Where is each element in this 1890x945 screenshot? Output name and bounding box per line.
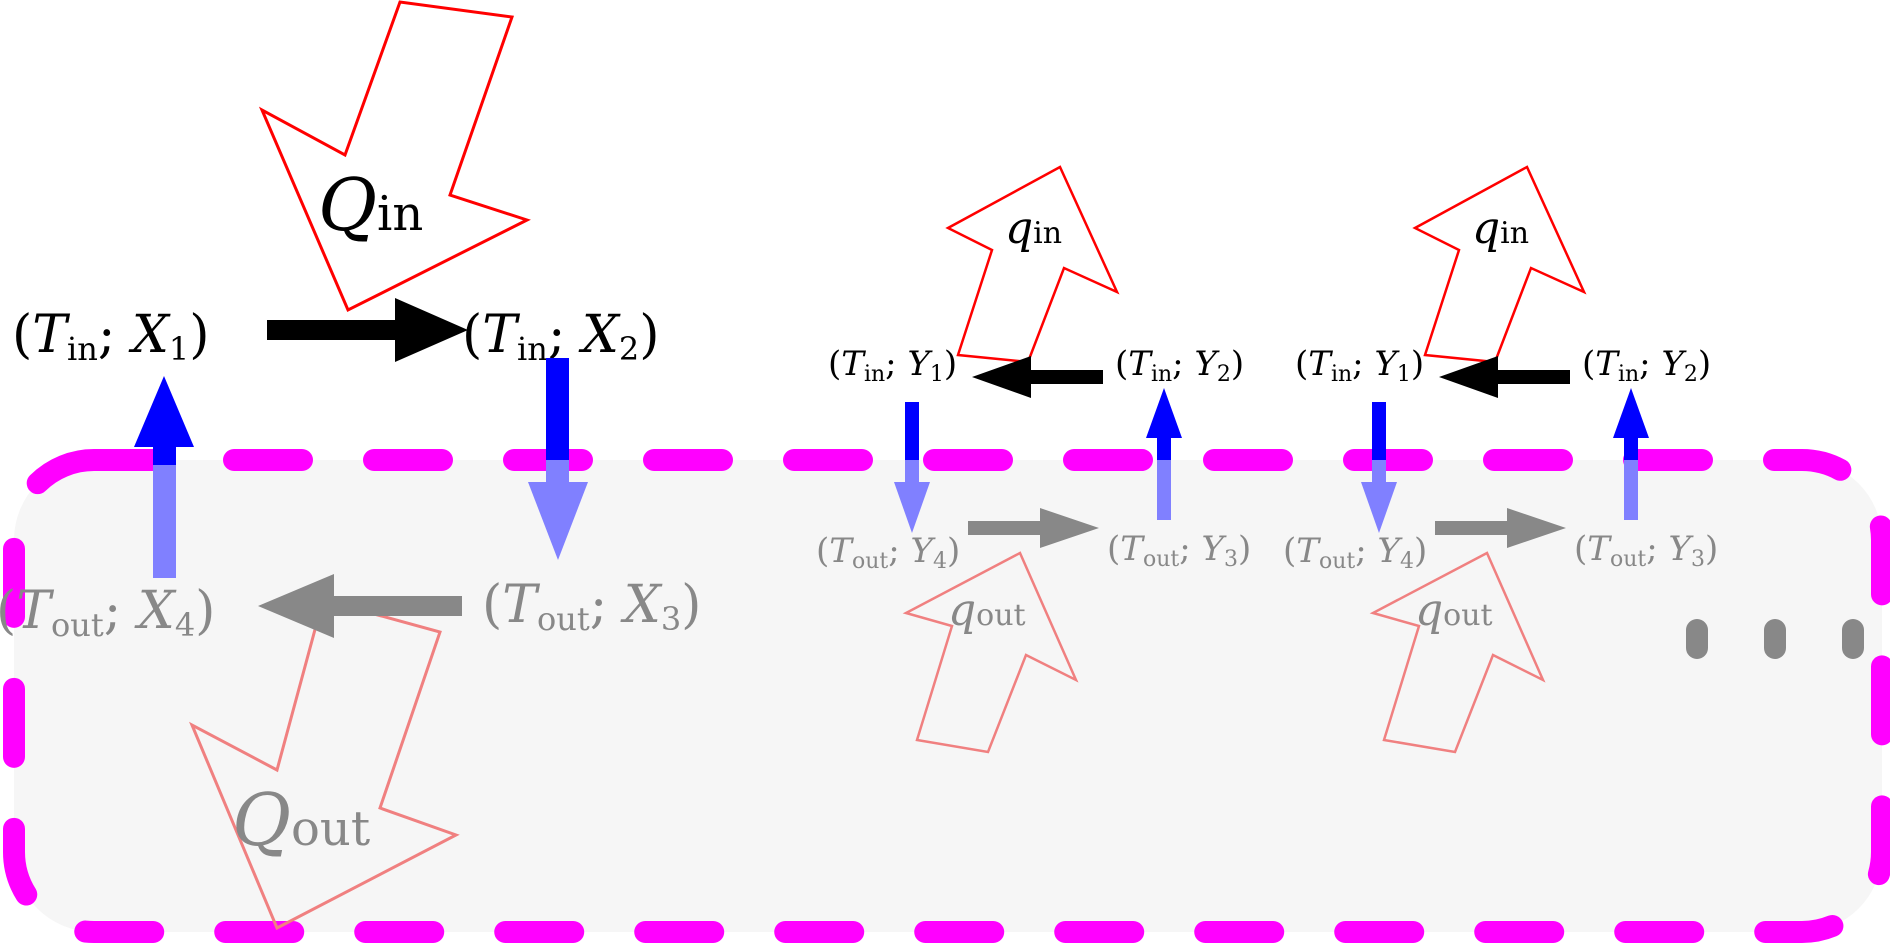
ellipsis-dots [1686, 619, 1864, 659]
heat-in-arrow-big [258, 0, 531, 313]
state-label-small-1-2: (Tin; Y2) [1115, 344, 1244, 387]
state-label-small-1-1: (Tin; Y1) [828, 344, 957, 387]
flow-arrow-small-1-down-faded-head [894, 482, 930, 533]
state-label-small-2-1: (Tin; Y1) [1295, 344, 1424, 387]
flow-arrow-small-2-up-solid-head [1613, 388, 1649, 438]
cold-region [3, 449, 1890, 943]
flow-arrow-big-up-solid-head [134, 376, 194, 447]
flow-arrow-small-1-down-faded-shaft [905, 460, 919, 482]
flow-arrow-small-2-up-solid-shaft [1624, 436, 1638, 460]
flow-arrow-small-1-up-solid-head [1146, 388, 1182, 438]
heat-out-arrow-big [188, 598, 460, 931]
heat-out-arrow-small-2 [1369, 551, 1546, 754]
flow-arrow-small-1-up-faded [1157, 460, 1171, 520]
process-arrow-small-1-2-1 [972, 356, 1103, 398]
process-arrow-small-1-4-3 [968, 508, 1099, 548]
state-label-small-2-2: (Tin; Y2) [1582, 344, 1711, 387]
flow-arrow-big-up-solid-shaft [153, 445, 176, 465]
flow-arrow-small-2-up-faded [1624, 460, 1638, 520]
flow-arrow-small-2-down-faded-head [1361, 482, 1397, 533]
heat-out-label-small-2: qout [1415, 585, 1493, 636]
process-arrow-small-2-2-1 [1439, 356, 1570, 398]
flow-arrow-big-down-faded-shaft [546, 460, 569, 482]
heat-in-label-big: Qin [318, 163, 423, 247]
heat-in-label-small-2: qin [1472, 203, 1529, 254]
state-label-small-2-4: (Tout; Y4) [1283, 531, 1427, 574]
heat-out-arrow-small-1 [902, 551, 1079, 754]
flow-arrow-big-up-faded [153, 465, 176, 578]
flow-arrow-small-2-down-faded-shaft [1372, 460, 1386, 482]
state-label-big-2: (Tin; X2) [462, 305, 660, 368]
process-arrow-big-1-2 [267, 298, 468, 362]
process-arrow-small-2-4-3 [1435, 508, 1566, 548]
state-label-small-2-3: (Tout; Y3) [1574, 529, 1718, 572]
heat-out-label-small-1: qout [948, 585, 1026, 636]
flow-arrow-big-down-solid [546, 358, 569, 460]
state-label-big-1: (Tin; X1) [12, 305, 210, 368]
heat-out-label-big: Qout [232, 778, 370, 862]
flow-arrow-small-1-up-solid-shaft [1157, 436, 1171, 460]
process-arrow-big-3-4 [258, 574, 462, 638]
flow-arrow-small-1-down-solid [905, 402, 919, 460]
heat-in-label-small-1: qin [1005, 203, 1062, 254]
heat-in-arrow-small-1 [945, 165, 1120, 364]
flow-arrow-big-down-faded-head [528, 482, 588, 560]
flow-arrow-small-2-down-solid [1372, 402, 1386, 460]
heat-in-arrow-small-2 [1412, 165, 1587, 364]
